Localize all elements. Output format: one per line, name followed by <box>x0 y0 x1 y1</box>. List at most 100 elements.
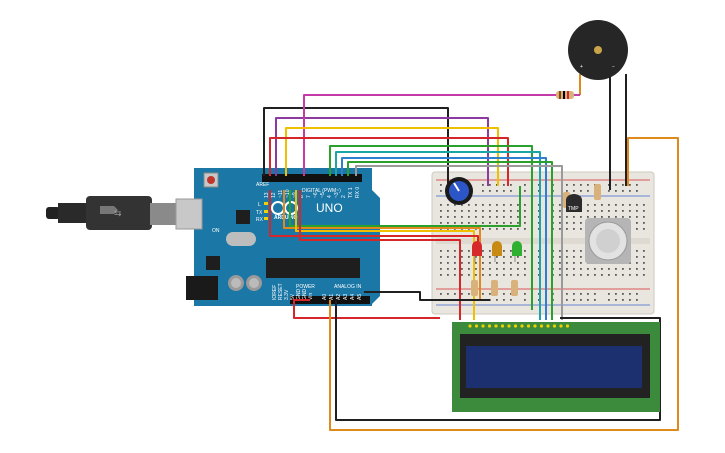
breadboard-hole <box>517 268 519 270</box>
breadboard-hole <box>538 190 540 192</box>
breadboard-hole <box>482 262 484 264</box>
breadboard-hole <box>636 184 638 186</box>
breadboard-hole <box>587 216 589 218</box>
breadboard-hole <box>587 268 589 270</box>
power-pin-label-3: 5V <box>290 293 296 300</box>
breadboard-hole <box>482 293 484 295</box>
breadboard-hole <box>608 184 610 186</box>
breadboard-hole <box>629 293 631 295</box>
breadboard-hole <box>496 262 498 264</box>
breadboard-hole <box>587 210 589 212</box>
breadboard-hole <box>573 228 575 230</box>
breadboard-hole <box>636 204 638 206</box>
breadboard-hole <box>636 228 638 230</box>
breadboard-hole <box>475 274 477 276</box>
breadboard-hole <box>454 222 456 224</box>
wire-orange-1 <box>283 190 481 300</box>
led-red <box>472 241 482 262</box>
breadboard-hole <box>622 204 624 206</box>
breadboard-hole <box>636 222 638 224</box>
breadboard-hole <box>503 293 505 295</box>
breadboard-hole <box>510 190 512 192</box>
breadboard-hole <box>573 299 575 301</box>
breadboard-hole <box>447 274 449 276</box>
breadboard-hole <box>566 256 568 258</box>
digital-pin-label-11: 2 <box>341 195 347 198</box>
breadboard-hole <box>482 184 484 186</box>
breadboard-hole <box>524 228 526 230</box>
breadboard-hole <box>503 210 505 212</box>
breadboard-hole <box>454 268 456 270</box>
breadboard-hole <box>573 262 575 264</box>
breadboard-hole <box>496 210 498 212</box>
breadboard-hole <box>615 190 617 192</box>
wire-red-power <box>293 299 440 319</box>
breadboard-hole <box>496 274 498 276</box>
breadboard-hole <box>468 274 470 276</box>
lcd-display <box>452 322 660 412</box>
breadboard-hole <box>622 210 624 212</box>
breadboard-hole <box>594 299 596 301</box>
temp-sensor-label: TMP <box>568 206 579 212</box>
breadboard-hole <box>503 190 505 192</box>
breadboard-hole <box>510 262 512 264</box>
breadboard-hole <box>517 222 519 224</box>
breadboard-hole <box>503 222 505 224</box>
breadboard-hole <box>461 256 463 258</box>
breadboard-hole <box>538 268 540 270</box>
breadboard-hole <box>468 216 470 218</box>
breadboard-hole <box>524 293 526 295</box>
breadboard-hole <box>503 274 505 276</box>
breadboard-hole <box>566 190 568 192</box>
breadboard-hole <box>461 262 463 264</box>
wire-green-1 <box>329 145 533 310</box>
power-header-label: POWER <box>296 284 315 290</box>
breadboard-hole <box>524 268 526 270</box>
breadboard-hole <box>636 268 638 270</box>
breadboard-hole <box>573 190 575 192</box>
breadboard-hole <box>447 256 449 258</box>
breadboard-hole <box>594 268 596 270</box>
breadboard-hole <box>615 184 617 186</box>
breadboard-hole <box>615 204 617 206</box>
breadboard-hole <box>615 299 617 301</box>
breadboard-hole <box>608 190 610 192</box>
breadboard-hole <box>587 184 589 186</box>
breadboard-hole <box>517 262 519 264</box>
breadboard-hole <box>608 204 610 206</box>
breadboard-hole <box>468 250 470 252</box>
breadboard-hole <box>643 204 645 206</box>
breadboard-hole <box>510 256 512 258</box>
breadboard-hole <box>503 184 505 186</box>
breadboard-hole <box>461 216 463 218</box>
breadboard-hole <box>622 190 624 192</box>
breadboard-hole <box>475 216 477 218</box>
breadboard-hole <box>482 204 484 206</box>
breadboard-hole <box>475 222 477 224</box>
breadboard-hole <box>510 250 512 252</box>
breadboard-hole <box>503 204 505 206</box>
on-led-label: ON <box>212 228 220 234</box>
breadboard-hole <box>461 250 463 252</box>
breadboard-hole <box>538 222 540 224</box>
breadboard-hole <box>510 210 512 212</box>
breadboard-hole <box>594 204 596 206</box>
breadboard-hole <box>440 190 442 192</box>
breadboard-hole <box>524 216 526 218</box>
breadboard-hole <box>622 216 624 218</box>
lcd-pin <box>481 324 485 328</box>
breadboard-hole <box>559 274 561 276</box>
lcd-pin <box>565 324 570 328</box>
breadboard-hole <box>489 268 491 270</box>
breadboard-hole <box>447 250 449 252</box>
breadboard-hole <box>538 210 540 212</box>
potentiometer[interactable] <box>445 177 473 205</box>
breadboard-hole <box>580 228 582 230</box>
breadboard-hole <box>608 268 610 270</box>
breadboard-hole <box>482 256 484 258</box>
breadboard-hole <box>538 228 540 230</box>
breadboard-hole <box>566 293 568 295</box>
breadboard-hole <box>468 268 470 270</box>
breadboard-hole <box>454 293 456 295</box>
breadboard-hole <box>629 268 631 270</box>
